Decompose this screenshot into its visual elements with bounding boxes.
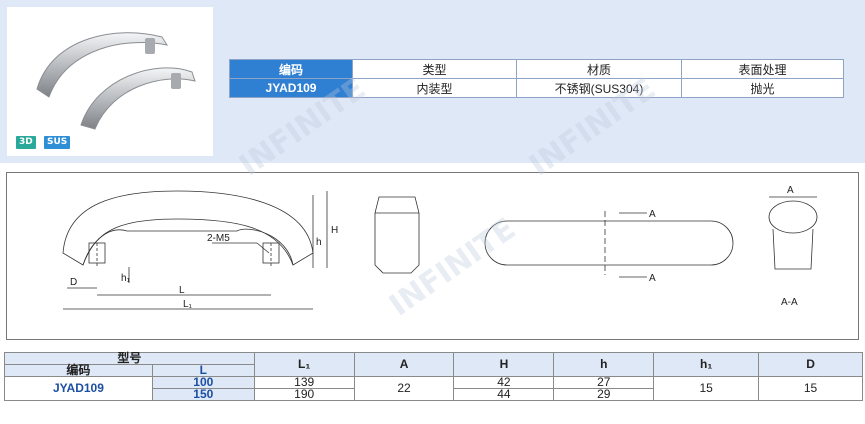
dims-a: 22 [353, 376, 455, 401]
product-photo [7, 7, 213, 156]
dims-row-1-l1: 190 [253, 388, 355, 401]
badge-sus: SUS [44, 136, 71, 149]
label-h1: h₁ [121, 273, 131, 284]
spec-header-code: 编码 [229, 59, 353, 79]
label-h-small: h [316, 237, 322, 248]
label-m5: 2-M5 [207, 233, 230, 244]
top-view [484, 220, 734, 266]
dims-header-row-2: 编码 L [4, 364, 863, 377]
badge-3d: 3D [16, 136, 36, 149]
spec-table: 编码 类型 材质 表面处理 JYAD109 内装型 不锈钢(SUS304) 抛光 [229, 59, 844, 98]
spec-finish: 抛光 [681, 78, 844, 98]
label-l: L [179, 285, 185, 296]
spec-table-row: JYAD109 内装型 不锈钢(SUS304) 抛光 [229, 78, 844, 98]
dims-h1: 15 [653, 376, 760, 401]
dims-header-code: 编码 [4, 364, 153, 377]
end-view [374, 196, 420, 274]
dims-header-l: L [151, 364, 255, 377]
label-a-sec-top: A [649, 209, 656, 220]
technical-drawing: H h h₁ D L L₁ 2-M5 A A A A-A [6, 172, 859, 340]
dims-row-1-h-small: 29 [553, 388, 655, 401]
spec-material: 不锈钢(SUS304) [516, 78, 682, 98]
handle-inner-arc [82, 218, 294, 266]
dims-header-d: D [758, 352, 863, 377]
dims-header-h-big: H [453, 352, 555, 377]
handle-photo-image [36, 32, 196, 130]
dims-d: 15 [758, 376, 863, 401]
handle-outline [62, 190, 314, 266]
dims-header-row-1: 型号 L₁ A H h h₁ D [4, 352, 863, 377]
spec-header-finish: 表面处理 [681, 59, 844, 79]
dims-row-1-h-big: 44 [453, 388, 555, 401]
dims-row-1-l: 150 [151, 388, 255, 401]
label-l1: L₁ [183, 299, 193, 310]
spec-header-type: 类型 [352, 59, 517, 79]
label-d: D [70, 277, 77, 288]
spec-header-material: 材质 [516, 59, 682, 79]
dims-header-l1: L₁ [253, 352, 355, 377]
spec-table-header-row: 编码 类型 材质 表面处理 [229, 59, 844, 79]
label-a-sec-bottom: A [649, 273, 656, 284]
spec-type: 内装型 [352, 78, 517, 98]
label-a-top: A [787, 185, 794, 196]
dims-header-h1: h₁ [653, 352, 760, 377]
spec-code: JYAD109 [229, 78, 353, 98]
label-h-big: H [331, 225, 338, 236]
label-section: A-A [781, 297, 798, 308]
drawing-svg: H h h₁ D L L₁ 2-M5 A A A A-A [62, 185, 818, 310]
dims-row: JYAD109 100 139 22 42 27 15 15 [4, 376, 863, 401]
dimensions-table: 型号 L₁ A H h h₁ D 编码 L JYAD109 100 139 22… [4, 352, 863, 401]
section-view [768, 200, 818, 234]
dims-code: JYAD109 [4, 376, 153, 401]
dims-header-h-small: h [553, 352, 655, 377]
dims-header-model: 型号 [4, 352, 255, 365]
dims-header-a: A [353, 352, 455, 377]
dims-row: 150 190 44 29 [5, 388, 863, 401]
